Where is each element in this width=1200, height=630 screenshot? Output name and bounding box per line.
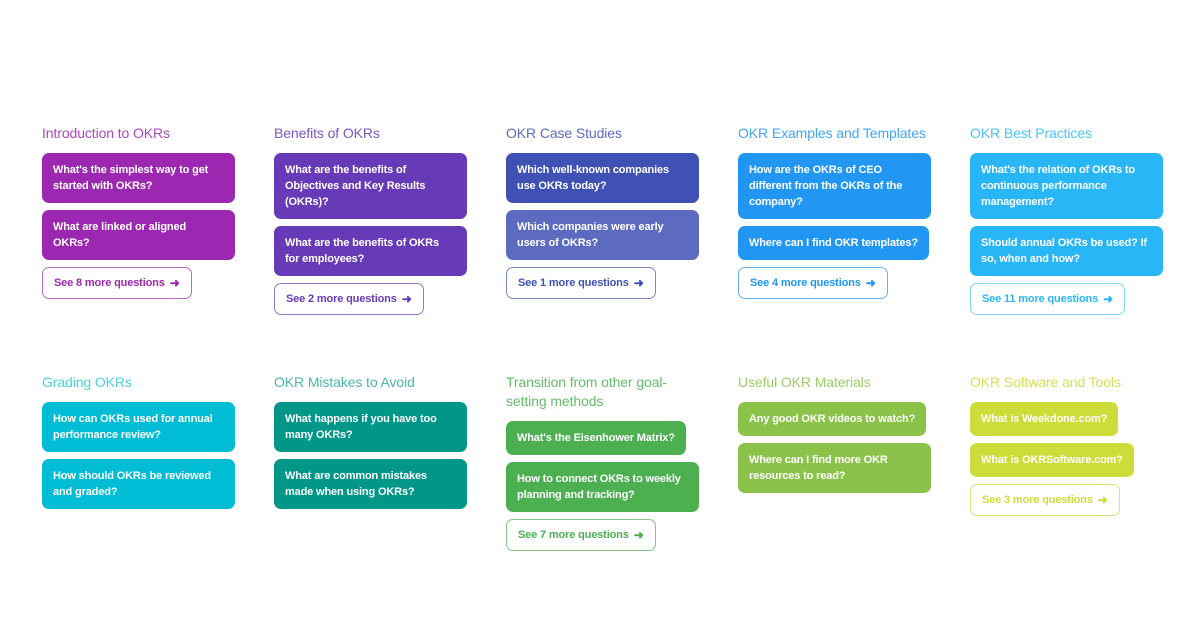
question-card[interactable]: What is Weekdone.com? (970, 402, 1119, 436)
category-title: Benefits of OKRs (274, 125, 380, 141)
category-row-2: Grading OKRs How can OKRs used for annua… (42, 373, 1200, 551)
category-title: OKR Software and Tools (970, 374, 1121, 390)
question-card[interactable]: Where can I find more OKR resources to r… (738, 443, 931, 493)
category-column-benefits: Benefits of OKRs What are the benefits o… (274, 124, 467, 315)
category-title: OKR Examples and Templates (738, 125, 926, 141)
question-card[interactable]: What happens if you have too many OKRs? (274, 402, 467, 452)
see-more-link[interactable]: See 2 more questions ➜ (274, 283, 424, 315)
arrow-right-icon: ➜ (401, 292, 412, 306)
category-column-software-tools: OKR Software and Tools What is Weekdone.… (970, 373, 1163, 551)
question-card[interactable]: What are the benefits of Objectives and … (274, 153, 467, 219)
category-title: OKR Mistakes to Avoid (274, 374, 415, 390)
category-column-examples-templates: OKR Examples and Templates How are the O… (738, 124, 931, 315)
see-more-link[interactable]: See 7 more questions ➜ (506, 519, 656, 551)
category-title: OKR Case Studies (506, 125, 622, 141)
see-more-link[interactable]: See 4 more questions ➜ (738, 267, 888, 299)
question-card[interactable]: Where can I find OKR templates? (738, 226, 929, 260)
category-title: Useful OKR Materials (738, 374, 871, 390)
question-card[interactable]: What are common mistakes made when using… (274, 459, 467, 509)
question-card[interactable]: What are the benefits of OKRs for employ… (274, 226, 467, 276)
category-column-grading: Grading OKRs How can OKRs used for annua… (42, 373, 235, 551)
see-more-label: See 2 more questions (286, 293, 397, 305)
question-card[interactable]: What's the relation of OKRs to continuou… (970, 153, 1163, 219)
question-card[interactable]: Which companies were early users of OKRs… (506, 210, 699, 260)
category-title: OKR Best Practices (970, 125, 1092, 141)
see-more-link[interactable]: See 3 more questions ➜ (970, 484, 1120, 516)
question-card[interactable]: What's the Eisenhower Matrix? (506, 421, 686, 455)
question-card[interactable]: How can OKRs used for annual performance… (42, 402, 235, 452)
arrow-right-icon: ➜ (865, 276, 876, 290)
question-card[interactable]: What are linked or aligned OKRs? (42, 210, 235, 260)
question-card[interactable]: What is OKRSoftware.com? (970, 443, 1134, 477)
see-more-label: See 11 more questions (982, 293, 1099, 305)
category-column-best-practices: OKR Best Practices What's the relation o… (970, 124, 1163, 315)
see-more-label: See 7 more questions (518, 529, 629, 541)
question-card[interactable]: How to connect OKRs to weekly planning a… (506, 462, 699, 512)
see-more-label: See 4 more questions (750, 277, 861, 289)
arrow-right-icon: ➜ (169, 276, 180, 290)
category-column-transition: Transition from other goal-setting metho… (506, 373, 699, 551)
faq-category-grid: Introduction to OKRs What's the simplest… (42, 124, 1200, 551)
arrow-right-icon: ➜ (633, 276, 644, 290)
category-title: Introduction to OKRs (42, 125, 170, 141)
arrow-right-icon: ➜ (1097, 493, 1108, 507)
category-column-case-studies: OKR Case Studies Which well-known compan… (506, 124, 699, 315)
category-title: Grading OKRs (42, 374, 132, 390)
see-more-link[interactable]: See 1 more questions ➜ (506, 267, 656, 299)
see-more-label: See 8 more questions (54, 277, 165, 289)
category-column-mistakes: OKR Mistakes to Avoid What happens if yo… (274, 373, 467, 551)
arrow-right-icon: ➜ (1103, 292, 1113, 306)
question-card[interactable]: Should annual OKRs be used? If so, when … (970, 226, 1163, 276)
question-card[interactable]: How are the OKRs of CEO different from t… (738, 153, 931, 219)
category-column-materials: Useful OKR Materials Any good OKR videos… (738, 373, 931, 551)
arrow-right-icon: ➜ (633, 528, 644, 542)
see-more-label: See 3 more questions (982, 494, 1093, 506)
see-more-label: See 1 more questions (518, 277, 629, 289)
question-card[interactable]: Which well-known companies use OKRs toda… (506, 153, 699, 203)
question-card[interactable]: What's the simplest way to get started w… (42, 153, 235, 203)
question-card[interactable]: How should OKRs be reviewed and graded? (42, 459, 235, 509)
category-row-1: Introduction to OKRs What's the simplest… (42, 124, 1200, 315)
see-more-link[interactable]: See 8 more questions ➜ (42, 267, 192, 299)
question-card[interactable]: Any good OKR videos to watch? (738, 402, 927, 436)
category-column-introduction: Introduction to OKRs What's the simplest… (42, 124, 235, 315)
see-more-link[interactable]: See 11 more questions ➜ (970, 283, 1125, 315)
category-title: Transition from other goal-setting metho… (506, 374, 667, 409)
